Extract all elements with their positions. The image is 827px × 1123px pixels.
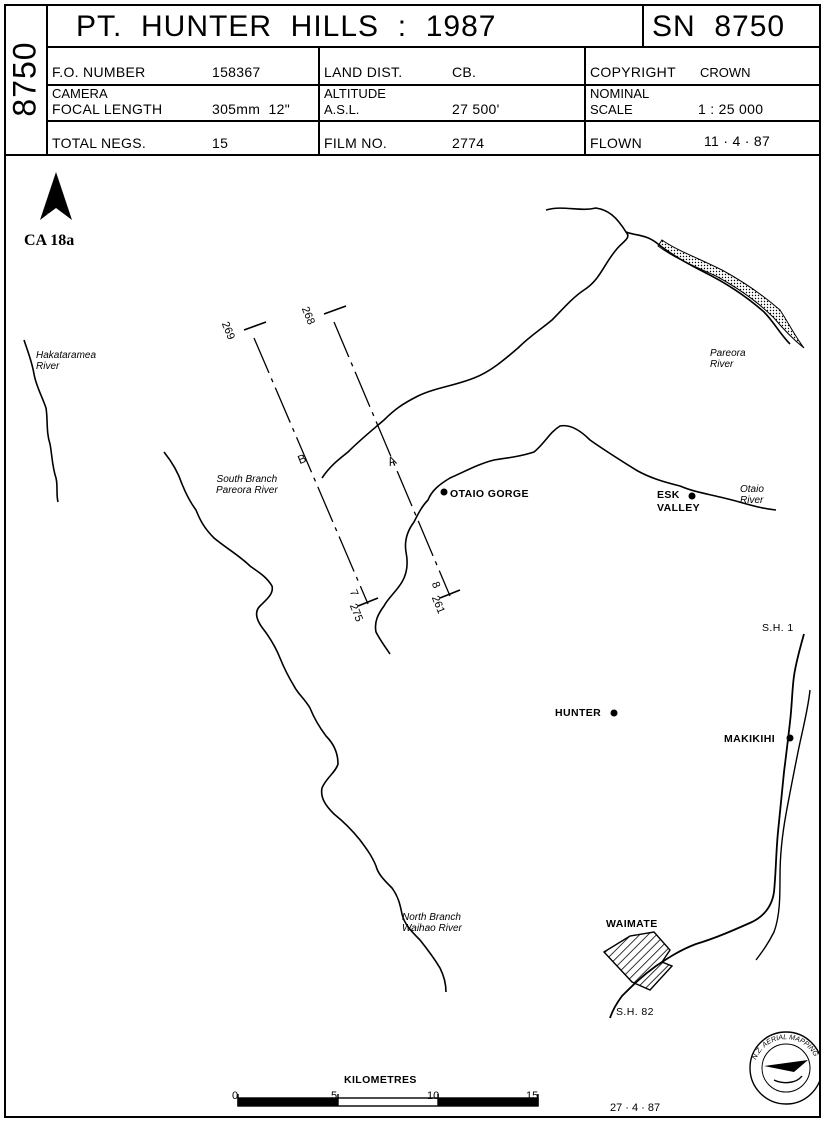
otaio-gorge-dot <box>440 488 448 496</box>
place-otaio-gorge: OTAIO GORGE <box>450 488 529 500</box>
index-code: CA 18a <box>24 232 75 249</box>
sn-number: SN 8750 <box>652 10 786 43</box>
label-south-branch-pareora: South Branch Pareora River <box>216 474 278 496</box>
nominal-label: NOMINAL <box>590 86 650 101</box>
label-hakataramea-river: Hakataramea River <box>36 350 96 372</box>
scale-label: SCALE <box>590 102 633 117</box>
hakataramea-line-1: Hakataramea <box>36 350 97 361</box>
sheet-number-vertical: 8750 <box>4 4 48 154</box>
north-branch-line-1: North Branch <box>402 912 461 923</box>
flown-value: 11 · 4 · 87 <box>704 133 771 149</box>
otaio-river <box>374 424 777 655</box>
place-esk: ESK <box>657 489 680 501</box>
asl-label: A.S.L. <box>324 102 360 117</box>
pareora-river-upper <box>625 231 791 345</box>
header-col-divider-1 <box>318 48 320 154</box>
hakataramea-line-2: River <box>36 361 60 372</box>
esk-valley-dot <box>688 492 696 500</box>
compilation-date: 27 · 4 · 87 <box>610 1102 661 1114</box>
south-branch-line-1: South Branch <box>216 474 278 485</box>
north-arrow-label: N <box>47 212 55 224</box>
land-dist-value: CB. <box>452 64 477 80</box>
place-sh82: S.H. 82 <box>616 1006 654 1018</box>
hunter-dot <box>610 709 618 717</box>
header-divider-bottom <box>4 154 821 156</box>
focal-length-value: 305mm 12" <box>212 101 291 117</box>
pareora-river <box>321 207 629 479</box>
scale-tick-5: 5 <box>331 1090 338 1102</box>
copyright-value: CROWN <box>700 65 751 80</box>
otaio-line-2: River <box>740 495 764 506</box>
place-sh1: S.H. 1 <box>762 622 794 634</box>
fo-number-label: F.O. NUMBER <box>52 64 146 80</box>
waihao-river <box>163 451 447 993</box>
railway-line <box>755 689 811 961</box>
focal-length-label: FOCAL LENGTH <box>52 101 163 117</box>
copyright-label: COPYRIGHT <box>590 64 676 80</box>
title-cell: PT. HUNTER HILLS : 1987 <box>48 4 644 48</box>
north-arrow-icon <box>40 172 72 220</box>
sheet-number-vertical-text: 8750 <box>6 41 43 117</box>
film-no-value: 2774 <box>452 135 485 151</box>
scale-tick-15: 15 <box>526 1090 539 1102</box>
label-north-branch-waihao: North Branch Waihao River <box>402 912 462 934</box>
map-area: N.Z. AERIAL MAPPING LTD. <box>4 156 821 1107</box>
south-branch-line-2: Pareora River <box>216 485 278 496</box>
sn-cell: SN 8750 <box>644 4 821 48</box>
scale-tick-0: 0 <box>232 1090 239 1102</box>
scale-value: 1 : 25 000 <box>698 101 764 117</box>
scale-bar <box>237 1094 539 1107</box>
header-divider-2 <box>48 120 821 122</box>
land-dist-label: LAND DIST. <box>324 64 403 80</box>
scale-tick-10: 10 <box>427 1090 440 1102</box>
pareora-line-1: Pareora <box>710 348 746 359</box>
north-branch-line-2: Waihao River <box>402 923 462 934</box>
nz-aerial-mapping-seal: N.Z. AERIAL MAPPING LTD. <box>4 156 821 1105</box>
flown-label: FLOWN <box>590 135 643 151</box>
pareora-river-braid <box>657 239 805 349</box>
fo-number-value: 158367 <box>212 64 261 80</box>
altitude-value: 27 500' <box>452 101 500 117</box>
flight-run-b <box>243 321 379 607</box>
label-otaio-river: Otaio River <box>740 484 764 506</box>
scale-bar-title: KILOMETRES <box>344 1074 417 1086</box>
header-col-divider-2 <box>584 48 586 154</box>
total-negs-value: 15 <box>212 135 229 151</box>
film-no-label: FILM NO. <box>324 135 388 151</box>
place-makikihi: MAKIKIHI <box>724 733 776 745</box>
total-negs-label: TOTAL NEGS. <box>52 135 147 151</box>
map-sheet-frame <box>4 4 821 1118</box>
sheet-title: PT. HUNTER HILLS : 1987 <box>76 10 497 43</box>
flight-run-a <box>323 305 461 599</box>
makikihi-dot <box>786 734 794 742</box>
otaio-line-1: Otaio <box>740 484 764 495</box>
place-waimate: WAIMATE <box>606 918 658 930</box>
place-hunter: HUNTER <box>555 707 602 719</box>
camera-label: CAMERA <box>52 86 108 101</box>
pareora-line-2: River <box>710 359 734 370</box>
place-valley: VALLEY <box>657 502 701 514</box>
header-divider-1 <box>48 84 821 86</box>
waimate-urban-area <box>602 931 674 991</box>
hakataramea-river <box>23 339 59 503</box>
altitude-label: ALTITUDE <box>324 86 386 101</box>
label-pareora-river: Pareora River <box>710 348 746 370</box>
